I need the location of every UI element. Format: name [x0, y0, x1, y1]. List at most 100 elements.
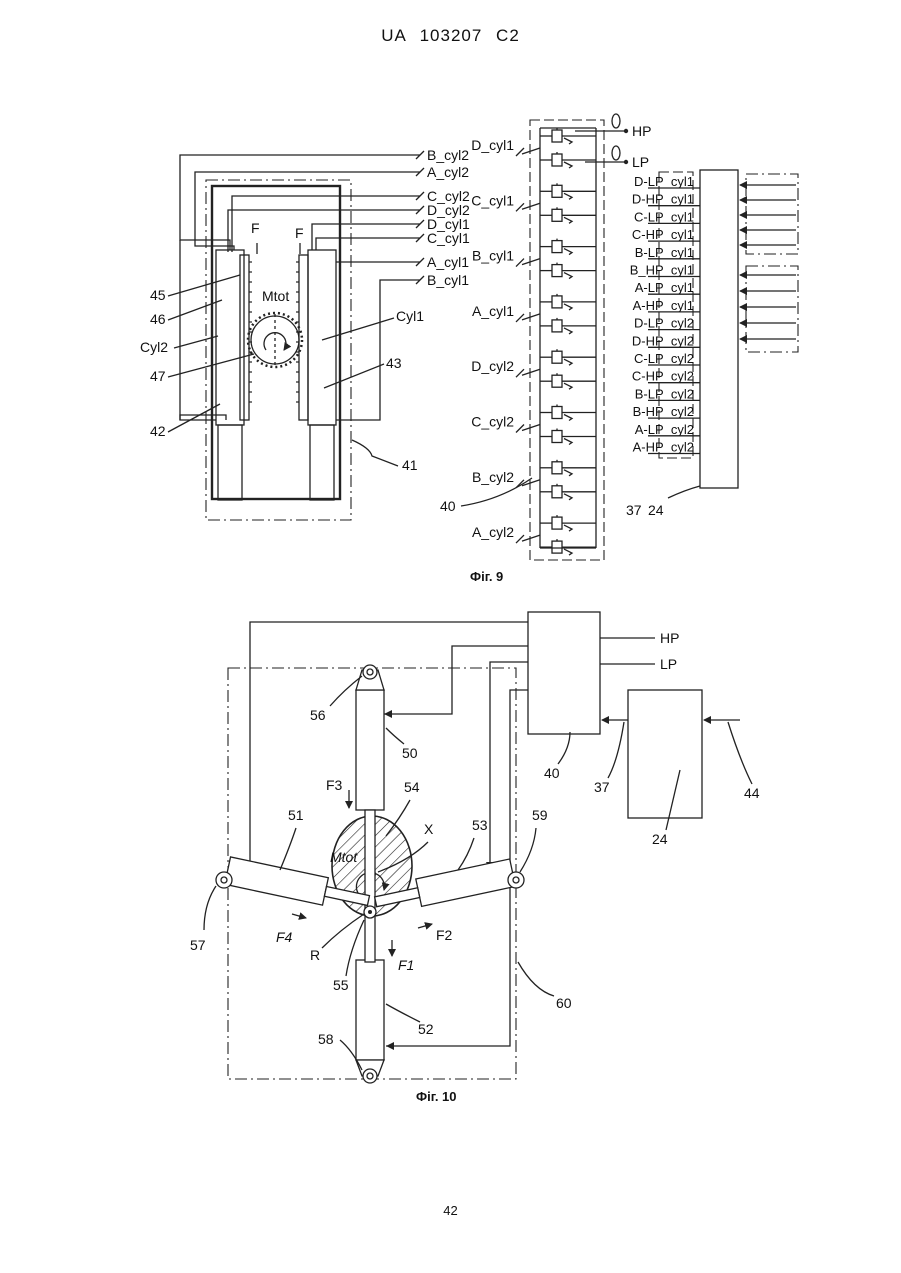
- label-b-cyl2: B_cyl2: [427, 147, 469, 163]
- rod-52: [365, 912, 375, 962]
- fig10-controller-24: [628, 690, 702, 818]
- figure-10: HP LP: [190, 612, 760, 1104]
- signal-label: D-LP_cyl1: [634, 174, 694, 189]
- ref-47: 47: [150, 368, 166, 384]
- cylinder-50: [356, 690, 384, 810]
- signal-label: B-HP_cyl2: [633, 404, 694, 419]
- valve-block-40: [530, 120, 604, 560]
- ref-41: 41: [402, 457, 418, 473]
- fig10-mtot: Mtot: [330, 849, 358, 865]
- input-group-upper: [746, 174, 798, 254]
- valve-group-label: D_cyl2: [471, 358, 514, 374]
- signal-label: C-HP_cyl1: [632, 227, 694, 242]
- rod-right: [310, 425, 334, 500]
- valve-group-label: A_cyl1: [472, 303, 514, 319]
- signal-label: C-LP_cyl2: [634, 351, 694, 366]
- cylinder-52: [356, 960, 384, 1060]
- fig10-supply-hp: HP: [660, 630, 679, 646]
- valve-group-label: C_cyl1: [471, 192, 514, 208]
- fig10-axis-x: X: [424, 821, 434, 837]
- figure-9: B_cyl2 A_cyl2 C_cyl2 D_cyl2 D_cyl1 C_cyl…: [140, 114, 798, 584]
- valve-column: [540, 128, 596, 555]
- label-cyl2: Cyl2: [140, 339, 168, 355]
- fig10-force-f4: F4: [276, 929, 293, 945]
- valve: [540, 239, 596, 255]
- figure-10-caption: Фіг. 10: [416, 1089, 457, 1104]
- pivot-58: [363, 1069, 377, 1083]
- fig10-ref-57: 57: [190, 937, 206, 953]
- label-b-cyl1: B_cyl1: [427, 272, 469, 288]
- fig10-valve-block-40: [528, 612, 600, 734]
- signal-label: D-HP_cyl1: [632, 192, 694, 207]
- fig10-ref-59: 59: [532, 807, 548, 823]
- figure-9-caption: Фіг. 9: [470, 569, 503, 584]
- signal-label: B-LP_cyl2: [635, 386, 694, 401]
- valve-group-label: D_cyl1: [471, 137, 514, 153]
- valve: [540, 263, 596, 279]
- valve-group-label: B_cyl1: [472, 248, 514, 264]
- signal-label: A-LP_cyl2: [635, 422, 694, 437]
- pivot-57: [216, 872, 232, 888]
- pivot-59: [508, 872, 524, 888]
- fig10-ref-58: 58: [318, 1031, 334, 1047]
- signal-label: A-LP_cyl1: [635, 280, 694, 295]
- cylinder-51: [225, 857, 329, 905]
- valve: [540, 539, 596, 555]
- fig10-force-f3: F3: [326, 777, 343, 793]
- supply-hp: HP: [632, 123, 651, 139]
- valve: [540, 429, 596, 445]
- fig10-ref-53: 53: [472, 817, 488, 833]
- controller-24: [700, 170, 738, 488]
- hp-accumulator: [612, 114, 620, 128]
- valve: [540, 207, 596, 223]
- cylinder-53: [416, 859, 516, 906]
- label-c-cyl1: C_cyl1: [427, 230, 470, 246]
- rotation-arrow: [264, 333, 286, 350]
- fig10-force-f1: F1: [398, 957, 414, 973]
- signal-label: B_HP_cyl1: [630, 263, 694, 278]
- fig10-ref-55: 55: [333, 977, 349, 993]
- rod-left: [218, 425, 242, 500]
- label-mtot: Mtot: [262, 288, 289, 304]
- valve: [540, 484, 596, 500]
- fig10-ref-56: 56: [310, 707, 326, 723]
- fig10-supply-lp: LP: [660, 656, 677, 672]
- rack-right: [299, 255, 308, 420]
- ref-42: 42: [150, 423, 166, 439]
- fig10-ref-40: 40: [544, 765, 560, 781]
- fig10-radius-r: R: [310, 947, 320, 963]
- signal-label: D-LP_cyl2: [634, 316, 694, 331]
- fig10-ref-37: 37: [594, 779, 610, 795]
- valve: [540, 318, 596, 334]
- lp-accumulator: [612, 146, 620, 160]
- signal-label: C-HP_cyl2: [632, 369, 694, 384]
- page-number: 42: [0, 1203, 901, 1218]
- fig10-ref-50: 50: [402, 745, 418, 761]
- label-cyl1: Cyl1: [396, 308, 424, 324]
- valve: [540, 460, 596, 476]
- supply-lp: LP: [632, 154, 649, 170]
- valve: [540, 515, 596, 531]
- fig10-ref-52: 52: [418, 1021, 434, 1037]
- valve: [540, 373, 596, 389]
- valve-group-label: C_cyl2: [471, 414, 514, 430]
- fig10-ref-51: 51: [288, 807, 304, 823]
- valve: [540, 183, 596, 199]
- label-a-cyl2: A_cyl2: [427, 164, 469, 180]
- signal-labels: D-LP_cyl1D-HP_cyl1C-LP_cyl1C-HP_cyl1B-LP…: [630, 174, 700, 455]
- signal-label: A-HP_cyl1: [633, 298, 694, 313]
- pivot-56: [363, 665, 377, 679]
- ref-43: 43: [386, 355, 402, 371]
- valve-group-label: A_cyl2: [472, 524, 514, 540]
- fig10-ref-54: 54: [404, 779, 420, 795]
- ref-40-fig9: 40: [440, 498, 456, 514]
- fig10-ref-60: 60: [556, 995, 572, 1011]
- signal-label: A-HP_cyl2: [633, 440, 694, 455]
- fig10-ref-44: 44: [744, 785, 760, 801]
- ref-46: 46: [150, 311, 166, 327]
- valve-group-label: B_cyl2: [472, 469, 514, 485]
- signal-label: C-LP_cyl1: [634, 209, 694, 224]
- fig10-force-f2: F2: [436, 927, 453, 943]
- signal-label: B-LP_cyl1: [635, 245, 694, 260]
